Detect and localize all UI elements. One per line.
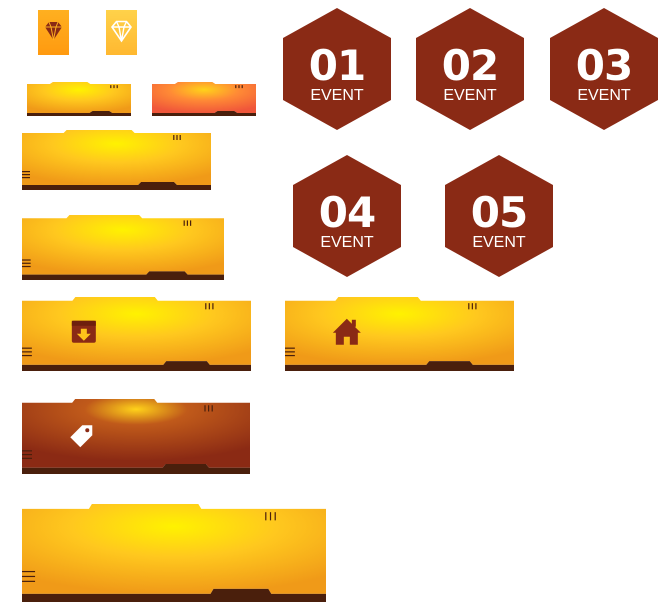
panel-ticks [183, 220, 192, 226]
panel-base [22, 182, 211, 190]
panel-ticks [204, 405, 213, 412]
hexagon-shape [550, 8, 658, 130]
diamond-icon [45, 21, 62, 41]
panel-base [27, 111, 131, 116]
panel-tag[interactable] [22, 399, 250, 474]
panel-home[interactable] [285, 297, 514, 371]
tag-icon [70, 425, 93, 448]
event-label: EVENT [472, 234, 526, 251]
event-label: EVENT [310, 87, 364, 104]
panel-large[interactable] [22, 504, 326, 602]
panel-base [22, 361, 251, 371]
panel-ticks [265, 512, 276, 521]
panel-side-lines [22, 570, 36, 582]
event-number: 01 [309, 41, 365, 90]
panel-base [285, 361, 514, 371]
panel-side-lines [22, 347, 32, 357]
event-label: EVENT [577, 87, 631, 104]
panel-body [27, 82, 131, 113]
event-number: 05 [471, 188, 527, 237]
home-icon [332, 318, 361, 345]
panel-body [152, 82, 256, 113]
diamond-outline-icon [111, 20, 132, 43]
panel-ticks [173, 135, 181, 140]
panel-medium-2[interactable] [22, 215, 224, 280]
hexagon-shape [445, 155, 553, 277]
panel-small-gold[interactable] [27, 82, 131, 116]
panel-body [22, 130, 211, 185]
panel-body [22, 215, 224, 275]
panel-base [22, 271, 224, 280]
event-label: EVENT [443, 87, 497, 104]
panel-base [22, 588, 326, 602]
panel-ticks [468, 303, 477, 310]
event-label: EVENT [320, 234, 374, 251]
panel-download[interactable] [22, 297, 251, 371]
panel-body [22, 297, 251, 365]
event-number: 02 [442, 41, 498, 90]
hexagon-shape [416, 8, 524, 130]
panel-side-lines [22, 450, 32, 459]
download-box-icon [71, 320, 96, 343]
gem-button-pale[interactable] [106, 10, 137, 55]
panel-small-red[interactable] [152, 82, 256, 116]
event-number: 03 [576, 41, 632, 90]
panel-side-lines [22, 259, 31, 268]
panel-side-lines [285, 347, 295, 357]
panel-side-lines [22, 171, 30, 179]
panel-base [152, 111, 256, 116]
panel-ticks [110, 85, 118, 89]
panel-ticks [205, 303, 214, 310]
event-number: 04 [319, 188, 375, 237]
panel-ticks [235, 85, 243, 89]
gem-button-gold[interactable] [38, 10, 69, 55]
panel-medium-1[interactable] [22, 130, 211, 190]
panel-body [22, 504, 326, 594]
panel-base [22, 464, 250, 474]
panel-body [285, 297, 514, 365]
hexagon-shape [293, 155, 401, 277]
hexagon-shape [283, 8, 391, 130]
panel-body [22, 399, 250, 468]
